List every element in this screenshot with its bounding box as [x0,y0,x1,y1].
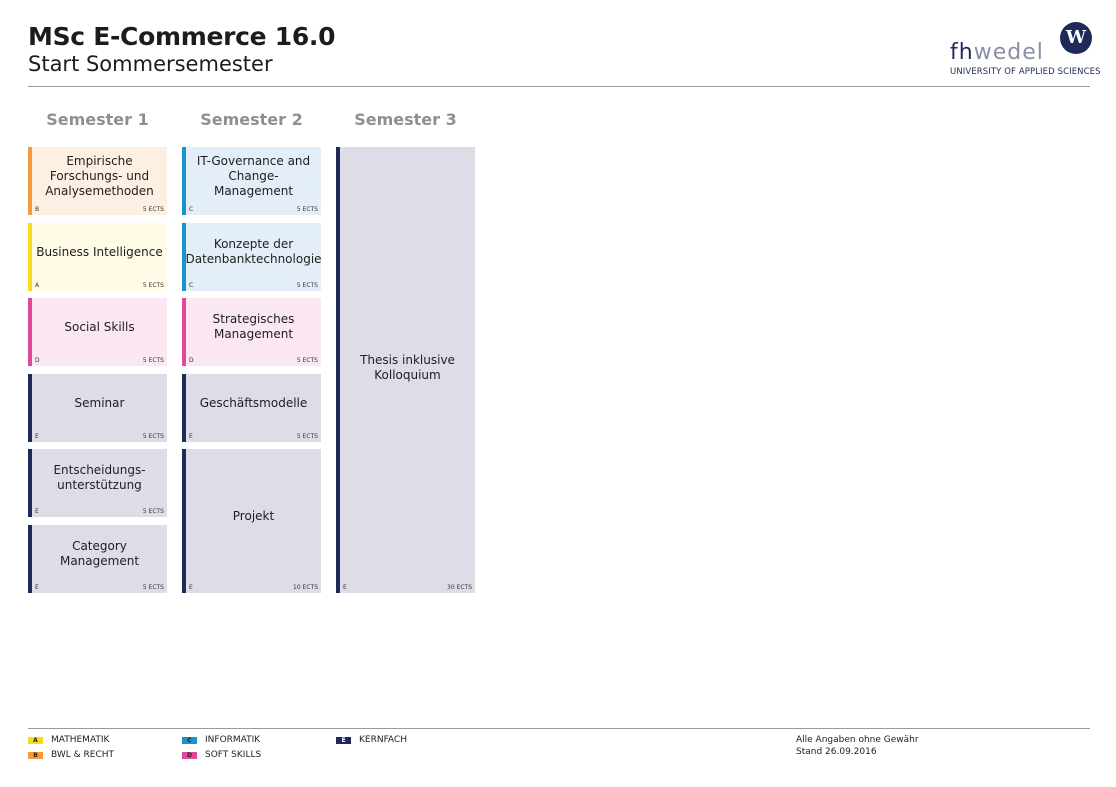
module-ects: 5 ECTS [142,357,164,364]
module-name: Social Skills [64,319,135,334]
module-ects: 30 ECTS [447,584,472,591]
legend-item-kernfach: E KERNFACH [336,735,407,745]
module-ects: 5 ECTS [142,508,164,515]
legend-swatch: B [28,751,43,759]
module-ects: 5 ECTS [142,206,164,213]
module-ects: 5 ECTS [296,433,318,440]
module-card: Projekt E 10 ECTS [182,449,321,593]
module-name: Thesis inklusive Kolloquium [360,353,455,382]
module-category-code: B [35,206,40,213]
legend-label: SOFT SKILLS [205,750,262,760]
module-ects: 5 ECTS [142,433,164,440]
legend-label: INFORMATIK [205,735,261,745]
module-category-code: E [189,433,193,440]
module-name: Strategisches Management [212,312,295,341]
header-divider [28,86,1090,87]
legend-swatch: E [336,736,351,744]
logo-seal-icon: W [1060,22,1092,54]
module-card: Geschäftsmodelle E 5 ECTS [182,374,321,442]
legend-item-informatik: C INFORMATIK [182,735,260,745]
module-card: Konzepte der Datenbanktechnologie C 5 EC… [182,223,322,291]
legend-label: BWL & RECHT [51,750,114,760]
page-title: MSc E-Commerce 16.0 [28,22,336,51]
status-date: Stand 26.09.2016 [796,747,877,757]
module-card: Business Intelligence A 5 ECTS [28,223,167,291]
module-card: Empirische Forschungs- und Analysemethod… [28,147,167,215]
module-name: Projekt [232,508,275,523]
module-name: Geschäftsmodelle [199,395,308,410]
module-category-code: E [35,584,39,591]
module-card: Strategisches Management D 5 ECTS [182,298,321,366]
legend-swatch: D [182,751,197,759]
module-category-code: D [35,357,40,364]
module-name: Category Management [59,539,140,568]
module-category-code: E [35,508,39,515]
module-category-code: D [189,357,194,364]
legend-swatch: C [182,736,197,744]
module-ects: 5 ECTS [296,282,318,289]
module-card: Entscheidungs-unterstützung E 5 ECTS [28,449,167,517]
module-card: Thesis inklusive Kolloquium E 30 ECTS [336,147,475,593]
legend-swatch: A [28,736,43,744]
logo-wordmark: fhwedel [950,40,1044,65]
module-category-code: E [35,433,39,440]
legend-item-bwl-recht: B BWL & RECHT [28,750,114,760]
module-ects: 5 ECTS [296,206,318,213]
module-name: Entscheidungs-unterstützung [53,463,146,492]
module-name: Empirische Forschungs- und Analysemethod… [45,153,154,198]
footer-divider [28,728,1090,729]
module-category-code: C [189,282,194,289]
page-subtitle: Start Sommersemester [28,52,273,76]
module-ects: 5 ECTS [142,282,164,289]
module-card: Social Skills D 5 ECTS [28,298,167,366]
legend-item-mathematik: A MATHEMATIK [28,735,109,745]
semester-3-heading: Semester 3 [354,110,457,129]
module-name: IT-Governance and Change-Management [196,153,311,198]
module-name: Konzepte der Datenbanktechnologie [185,237,322,266]
module-category-code: A [35,282,40,289]
legend-label: KERNFACH [359,735,407,745]
logo-tagline: UNIVERSITY OF APPLIED SCIENCES [950,67,1101,77]
module-ects: 5 ECTS [296,357,318,364]
legend-label: MATHEMATIK [51,735,110,745]
module-category-code: C [189,206,194,213]
semester-1-heading: Semester 1 [46,110,149,129]
semester-2-heading: Semester 2 [200,110,303,129]
fhwedel-logo: fhwedel W UNIVERSITY OF APPLIED SCIENCES [950,22,1101,80]
module-card: Category Management E 5 ECTS [28,525,167,593]
disclaimer-note: Alle Angaben ohne Gewähr [796,735,919,745]
legend-item-soft-skills: D SOFT SKILLS [182,750,261,760]
module-category-code: E [189,584,193,591]
module-name: Business Intelligence [36,244,163,259]
module-ects: 5 ECTS [142,584,164,591]
module-category-code: E [343,584,347,591]
module-name: Seminar [74,395,125,410]
module-ects: 10 ECTS [293,584,318,591]
module-card: Seminar E 5 ECTS [28,374,167,442]
module-card: IT-Governance and Change-Management C 5 … [182,147,321,215]
